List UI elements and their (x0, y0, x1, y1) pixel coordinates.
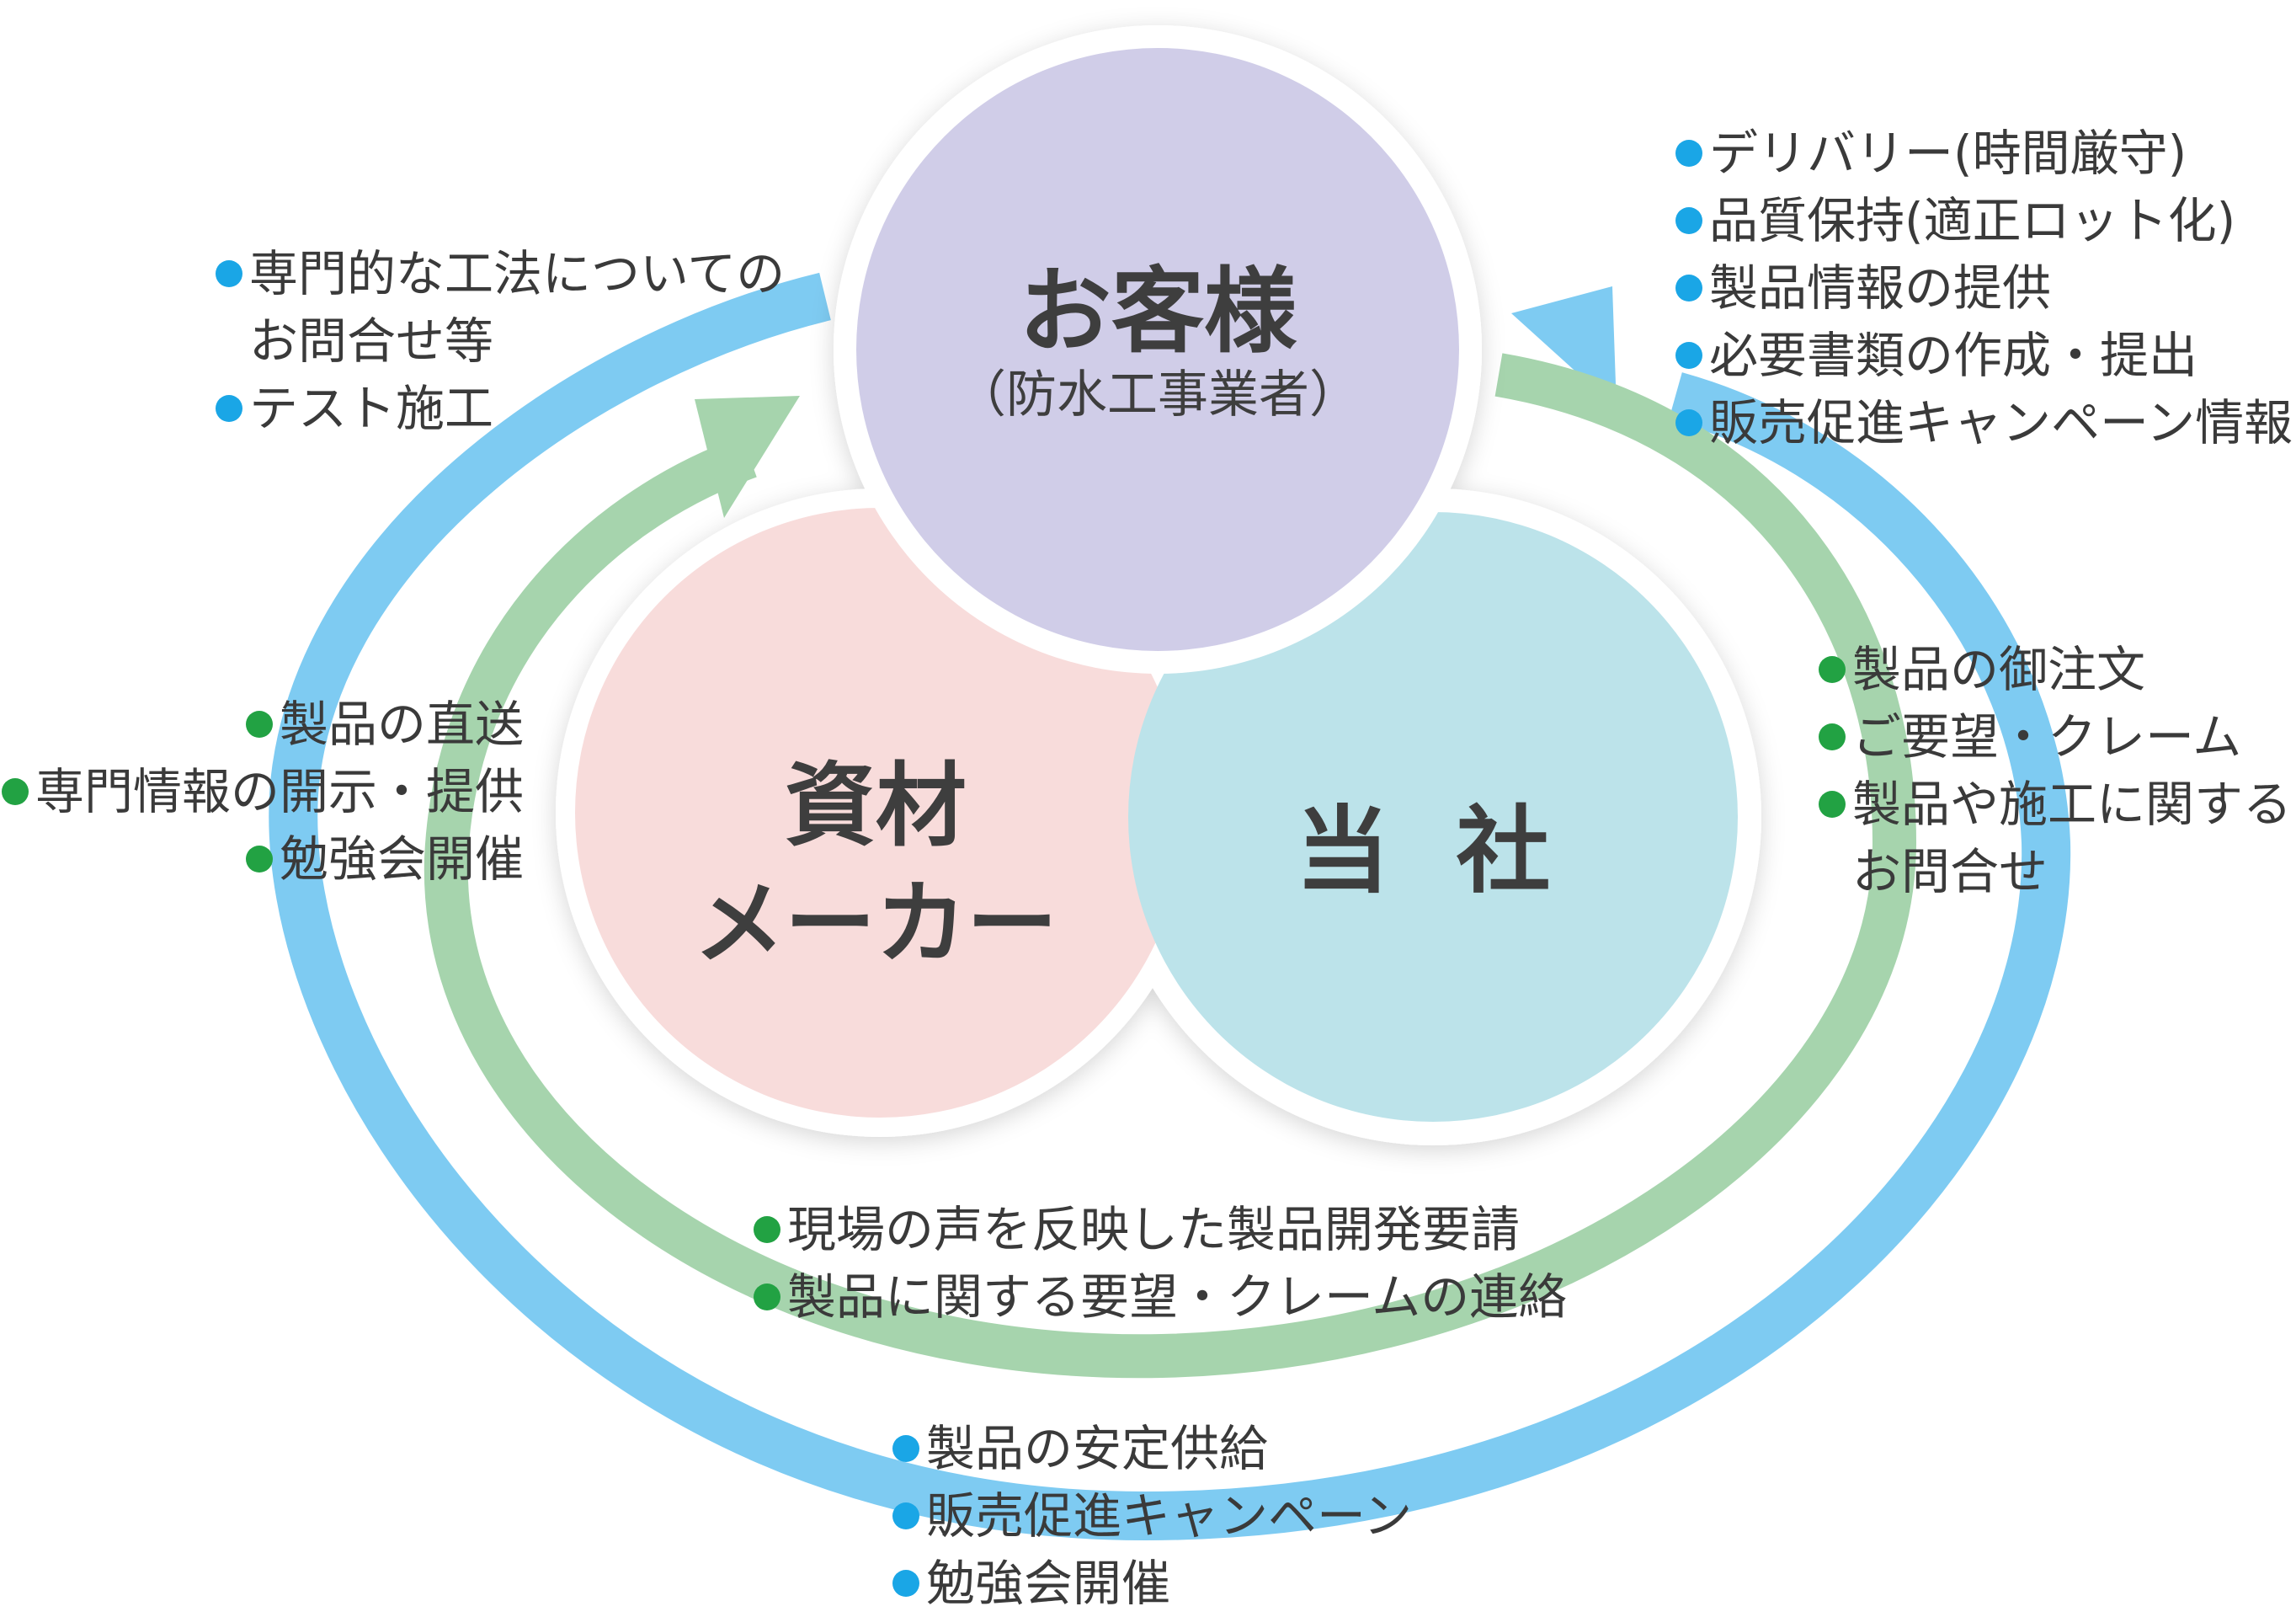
note-item: 製品に関する要望・クレームの連絡 (754, 1263, 1567, 1331)
green-bullet-icon (754, 1283, 780, 1310)
note-text: 勉強会開催 (279, 830, 524, 888)
note-text: 販売促進キャンペーン情報 (1709, 394, 2293, 451)
green-bullet-icon (245, 711, 273, 738)
note-text: 品質保持(適正ロット化) (1709, 192, 2236, 249)
note-text: 製品や施工に関する (1852, 776, 2293, 833)
note-text: 必要書類の作成・提出 (1709, 327, 2198, 384)
blue-bullet-icon (1675, 275, 1702, 302)
note-text: お問合せ (1852, 843, 2048, 900)
blue-bullet-icon (1675, 207, 1702, 234)
blue-bullet-icon (216, 260, 242, 287)
note-item: 専門的な工法についての (216, 240, 785, 307)
green-bullet-icon (245, 846, 273, 873)
company-title: 当 社 (1295, 797, 1568, 906)
note-text: 勉強会開催 (926, 1555, 1171, 1612)
maker-circle (575, 508, 1185, 1118)
note-item: 販売促進キャンペーン (892, 1482, 1412, 1550)
green-bullet-icon (1819, 791, 1846, 818)
blue-bullet-icon (1675, 140, 1702, 167)
note-item: ご要望・クレーム (1819, 703, 2292, 771)
note-item: 専門情報の開示・提供 (1, 758, 524, 825)
note-item: 製品情報の提供 (1675, 254, 2293, 322)
maker-title-line2: メーカー (693, 872, 1057, 977)
blue-bullet-icon (1675, 409, 1702, 436)
note-item: 製品や施工に関する (1819, 771, 2292, 838)
notes-company-to-customer: デリバリー(時間厳守) 品質保持(適正ロット化) 製品情報の提供必要書類の作成・提出… (1675, 120, 2293, 456)
note-text: テスト施工 (249, 380, 494, 437)
note-item: お問合せ (1819, 838, 2292, 905)
customer-subtitle: （防水工事業者） (956, 366, 1360, 424)
note-text: 製品の直送 (279, 696, 524, 753)
note-item: テスト施工 (216, 375, 785, 442)
note-text: 現場の声を反映した製品開発要請 (787, 1201, 1521, 1258)
note-item: 勉強会開催 (892, 1550, 1412, 1617)
note-item: 現場の声を反映した製品開発要請 (754, 1196, 1567, 1263)
note-item: デリバリー(時間厳守) (1675, 120, 2293, 187)
blue-bullet-icon (892, 1435, 919, 1462)
green-bullet-icon (1819, 656, 1846, 683)
note-text: 専門情報の開示・提供 (35, 763, 524, 820)
note-text: 販売促進キャンペーン (926, 1487, 1413, 1545)
note-text: ご要望・クレーム (1852, 708, 2242, 766)
blue-bullet-icon (892, 1502, 919, 1529)
maker-title-line1: 資材 (784, 754, 967, 859)
note-text: 専門的な工法についての (249, 245, 786, 302)
notes-customer-to-maker: 専門的な工法についてのお問合せ等テスト施工 (216, 240, 785, 442)
notes-customer-to-company: 製品の御注文ご要望・クレーム製品や施工に関するお問合せ (1819, 636, 2292, 905)
note-item: 製品の直送 (2, 691, 524, 758)
blue-bullet-icon (216, 395, 242, 422)
customer-circle (856, 48, 1459, 651)
notes-maker-to-company: 製品の安定供給販売促進キャンペーン勉強会開催 (892, 1415, 1412, 1617)
note-item: 製品の御注文 (1819, 636, 2292, 703)
note-text: 製品の安定供給 (926, 1420, 1269, 1477)
notes-company-to-maker: 現場の声を反映した製品開発要請製品に関する要望・クレームの連絡 (754, 1196, 1567, 1331)
green-flow-arrowhead (695, 396, 800, 518)
note-text: お問合せ等 (249, 312, 494, 370)
note-text: 製品情報の提供 (1709, 259, 2052, 317)
note-item: 販売促進キャンペーン情報 (1675, 389, 2293, 456)
note-item: 品質保持(適正ロット化) (1675, 187, 2293, 254)
note-item: 必要書類の作成・提出 (1675, 322, 2293, 389)
green-flow-ring (424, 353, 1917, 1379)
blue-flow-ring (269, 272, 2071, 1541)
blue-bullet-icon (892, 1570, 919, 1597)
note-item: 製品の安定供給 (892, 1415, 1412, 1482)
customer-title: お客様 (1019, 258, 1297, 366)
blue-bullet-icon (1675, 342, 1702, 369)
green-bullet-icon (1819, 723, 1846, 750)
notes-maker-to-customer: 製品の直送専門情報の開示・提供勉強会開催 (1, 691, 524, 893)
company-circle (1128, 512, 1738, 1122)
note-item: お問合せ等 (216, 307, 785, 375)
note-text: 製品の御注文 (1852, 641, 2146, 698)
green-bullet-icon (754, 1216, 780, 1243)
green-bullet-icon (1, 778, 29, 805)
note-item: 勉強会開催 (2, 825, 524, 893)
note-text: 製品に関する要望・クレームの連絡 (787, 1268, 1568, 1326)
note-text: デリバリー(時間厳守) (1709, 125, 2187, 182)
